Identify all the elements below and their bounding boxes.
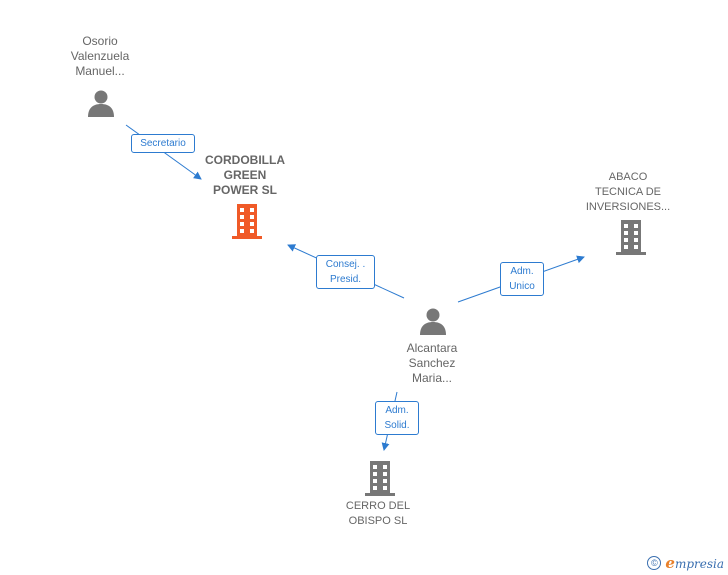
- relation-label-adm-solid: Adm. Solid.: [375, 401, 419, 435]
- copyright-icon: ©: [647, 556, 662, 570]
- building-icon[interactable]: [614, 219, 648, 255]
- brand-name: mpresia: [674, 557, 724, 571]
- company-label-cordobilla[interactable]: CORDOBILLA GREEN POWER SL: [205, 153, 285, 197]
- person-icon[interactable]: [86, 88, 116, 118]
- company-label-abaco[interactable]: ABACO TECNICA DE INVERSIONES...: [585, 171, 671, 213]
- building-icon[interactable]: [230, 203, 264, 239]
- relation-label-adm-unico: Adm. Unico: [500, 262, 544, 296]
- relation-label-secretario: Secretario: [131, 134, 195, 153]
- relation-label-consej: Consej. . Presid.: [316, 255, 375, 289]
- person-icon[interactable]: [418, 306, 448, 336]
- brand-logo[interactable]: empresia: [665, 554, 724, 572]
- brand-initial: e: [665, 554, 675, 572]
- person-label-alcantara[interactable]: Alcantara Sanchez Maria...: [406, 341, 458, 385]
- person-label-osorio[interactable]: Osorio Valenzuela Manuel...: [70, 34, 130, 78]
- building-icon[interactable]: [363, 460, 397, 496]
- company-label-cerro[interactable]: CERRO DEL OBISPO SL: [345, 500, 411, 527]
- footer-brand: © empresia: [647, 554, 724, 572]
